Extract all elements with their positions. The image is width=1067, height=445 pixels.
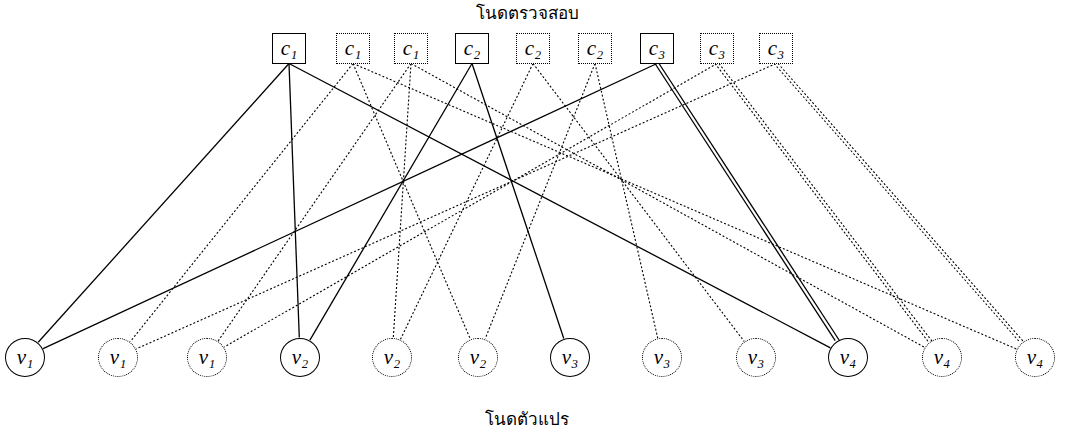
variable-label: v₃: [562, 347, 579, 368]
variable-node: v₁: [98, 338, 138, 377]
variable-node: v₄: [922, 338, 962, 377]
graph-edge: [130, 64, 353, 342]
check-label: c₁: [403, 38, 420, 59]
check-node: c₃: [759, 33, 793, 64]
variable-node: v₁: [187, 338, 227, 377]
check-node: c₁: [336, 33, 370, 64]
check-node: c₁: [394, 33, 428, 64]
graph-edge: [595, 64, 658, 339]
check-label: c₂: [525, 38, 542, 59]
variable-label: v₃: [654, 347, 671, 368]
graph-edge: [411, 64, 925, 348]
graph-edge: [38, 64, 289, 343]
graph-edge: [310, 64, 472, 341]
variable-node: v₃: [550, 338, 590, 377]
variable-node: v₃: [642, 338, 682, 377]
graph-edge: [393, 64, 411, 338]
graph-edge: [778, 64, 1024, 343]
variable-node: v₂: [458, 338, 498, 377]
check-node: c₃: [700, 33, 734, 64]
variable-node: v₁: [5, 338, 45, 377]
graph-edge: [353, 64, 470, 340]
graph-edge: [43, 64, 657, 349]
check-node: c₁: [272, 33, 306, 64]
check-node: c₂: [578, 33, 612, 64]
graph-edge: [224, 64, 717, 348]
variable-node: v₄: [828, 338, 868, 377]
graph-edge: [289, 64, 299, 338]
check-node: c₂: [516, 33, 550, 64]
variable-label: v₂: [292, 347, 309, 368]
graph-edge: [533, 64, 744, 342]
graph-edge: [659, 64, 839, 341]
variable-node: v₂: [280, 338, 320, 377]
graph-edge: [472, 64, 564, 339]
variable-label: v₂: [384, 347, 401, 368]
variable-label: v₃: [748, 347, 765, 368]
variable-node: v₄: [1015, 338, 1055, 377]
graph-edge: [655, 64, 835, 341]
variable-label: v₂: [470, 347, 487, 368]
variable-label: v₁: [199, 347, 216, 368]
variable-node: v₃: [736, 338, 776, 377]
axis-label: โนดตัวแปร: [482, 405, 572, 432]
variable-label: v₄: [840, 347, 857, 368]
check-label: c₁: [345, 38, 362, 59]
axis-label: โนดตรวจสอบ: [473, 0, 582, 26]
variable-label: v₁: [17, 347, 34, 368]
graph-edge: [401, 64, 534, 340]
check-node: c₃: [640, 33, 674, 64]
graph-edge: [289, 64, 830, 348]
check-label: c₂: [464, 38, 481, 59]
variable-label: v₄: [934, 347, 951, 368]
graph-edge: [485, 64, 595, 339]
variable-node: v₂: [372, 338, 412, 377]
graph-edge: [136, 64, 776, 349]
check-label: c₃: [649, 38, 666, 59]
check-label: c₁: [281, 38, 298, 59]
graph-edge: [353, 64, 1017, 350]
check-node: c₂: [455, 33, 489, 64]
check-label: c₃: [768, 38, 785, 59]
check-label: c₃: [709, 38, 726, 59]
variable-label: v₄: [1027, 347, 1044, 368]
graph-edge: [774, 64, 1020, 343]
check-label: c₂: [587, 38, 604, 59]
variable-label: v₁: [110, 347, 127, 368]
graph-edge: [218, 64, 411, 341]
